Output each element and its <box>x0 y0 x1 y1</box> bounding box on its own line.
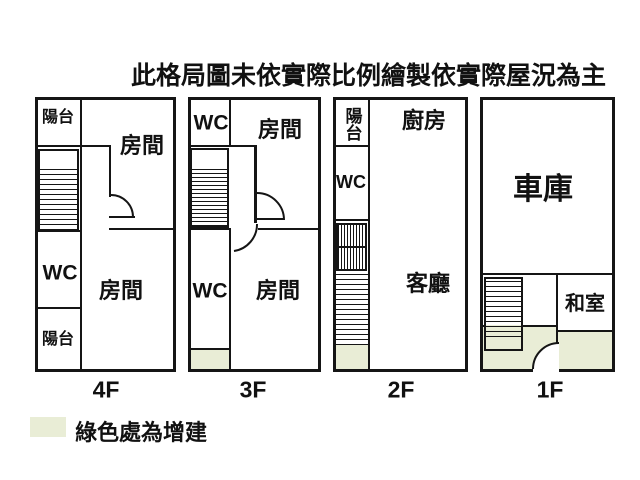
room-label-wc-4f: WC <box>42 261 78 285</box>
door-opening-1f <box>533 368 559 373</box>
floor-label-4f: 4F <box>92 376 120 403</box>
room-label-bedroom-bottom-4f: 房間 <box>98 278 144 303</box>
floor-panel-4f <box>35 97 176 372</box>
staircase-upper-2f <box>336 223 367 271</box>
floor-label-3f: 3F <box>239 376 267 403</box>
wall-segment <box>336 219 368 221</box>
addition-area-3f <box>191 348 229 369</box>
room-label-bedroom-top-4f: 房間 <box>119 133 165 158</box>
wall-segment <box>109 228 173 230</box>
wall-segment <box>229 228 231 369</box>
room-label-kitchen-2f: 廚房 <box>401 108 447 133</box>
floor-label-2f: 2F <box>387 376 415 403</box>
door-leaf-4f <box>109 216 135 218</box>
room-label-wc-2f: WC <box>336 172 366 192</box>
legend-label: 綠色處為增建 <box>75 420 208 445</box>
wall-segment <box>483 273 612 275</box>
room-label-wc-bottom-3f: WC <box>192 279 228 303</box>
stair-treads <box>40 169 77 230</box>
door-arc-3f-upper <box>256 192 285 221</box>
door-arc-4f <box>110 194 134 218</box>
addition-area-2f <box>336 345 368 369</box>
stair-divider <box>338 246 365 248</box>
wall-segment <box>191 228 231 230</box>
wall-segment <box>38 307 80 309</box>
wall-segment <box>558 330 612 332</box>
wall-segment <box>336 145 368 147</box>
staircase-3f <box>190 148 229 228</box>
staircase-4f <box>38 149 79 232</box>
room-label-garage-1f: 車庫 <box>513 173 573 206</box>
wall-segment <box>556 275 558 369</box>
room-label-wc-top-3f: WC <box>193 111 229 135</box>
floor-label-1f: 1F <box>536 376 564 403</box>
stair-treads <box>192 169 227 226</box>
room-label-living-2f: 客廳 <box>405 271 451 296</box>
room-label-bedroom-bottom-3f: 房間 <box>255 278 301 303</box>
disclaimer-title: 此格局圖未依實際比例繪製依實際屋況為主 <box>131 62 607 90</box>
door-arc-1f <box>532 342 560 370</box>
stair-treads <box>486 281 521 339</box>
staircase-lower-2f <box>336 274 368 345</box>
room-label-tatami-1f: 和室 <box>565 293 605 315</box>
wall-segment <box>368 100 370 369</box>
wall-segment <box>109 145 111 197</box>
room-label-bedroom-top-3f: 房間 <box>257 117 303 142</box>
wall-segment <box>38 145 111 147</box>
addition-area-1f-right <box>558 332 612 369</box>
staircase-1f <box>484 277 523 351</box>
door-leaf-3f <box>254 218 284 220</box>
wall-segment <box>191 145 257 147</box>
door-arc-3f-lower <box>233 223 259 252</box>
wall-segment <box>80 100 82 369</box>
wall-segment <box>229 100 231 146</box>
wall-segment <box>254 145 257 223</box>
room-label-balcony-top-4f: 陽台 <box>41 109 75 126</box>
wall-segment <box>258 228 318 230</box>
door-wedge-1f <box>533 343 559 369</box>
room-label-balcony-bottom-4f: 陽台 <box>41 331 75 348</box>
legend-green-swatch <box>30 417 66 437</box>
room-label-balcony-2f: 陽台 <box>342 107 362 141</box>
